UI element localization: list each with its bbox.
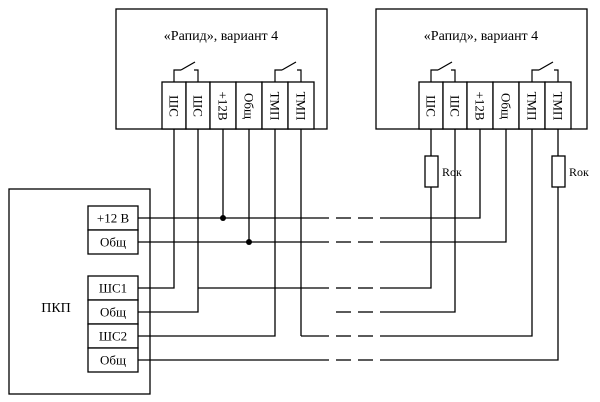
panel-terminal-label-2: Общ <box>100 235 126 250</box>
panel-terminal-plus12v <box>87 205 139 231</box>
device-2-terminal-5 <box>518 81 546 130</box>
panel-terminal-label-4: Общ <box>100 305 126 320</box>
panel-terminal-loop-2 <box>87 323 139 349</box>
device-1-loop-contact <box>173 61 199 82</box>
control-panel-label: ПКП <box>41 301 71 316</box>
wire-common <box>138 129 507 245</box>
device-2-resistors: Rок Rок <box>424 155 589 188</box>
panel-terminal-label-6: Общ <box>100 353 126 368</box>
device-2-tamper-contact <box>531 61 559 82</box>
control-panel: ПКП +12 В Общ ШС1 Общ ШС2 Общ <box>8 188 151 395</box>
panel-terminal-common-1 <box>87 229 139 255</box>
device-1-terminal-label-6: ТМП <box>294 92 309 121</box>
device-2-terminal-label-6: ТМП <box>551 92 566 121</box>
resistor-label-2: Rок <box>569 165 589 179</box>
wire-loop-1 <box>138 129 456 313</box>
device-2-terminal-2 <box>442 81 468 130</box>
device-2-terminal-4 <box>492 81 520 130</box>
device-1-terminal-5 <box>261 81 289 130</box>
junction-dot-common <box>246 239 252 245</box>
wiring <box>138 129 559 361</box>
device-2-terminal-label-4: Общ <box>499 93 514 119</box>
wire-loop-2 <box>138 129 559 361</box>
device-1-terminal-label-2: ШС <box>191 95 206 117</box>
device-1-terminal-label-5: ТМП <box>268 92 283 121</box>
device-1-terminal-label-4: Общ <box>242 93 257 119</box>
device-2-terminal-6 <box>544 81 572 130</box>
panel-terminal-label-5: ШС2 <box>99 329 127 344</box>
device-2-terminal-label-5: ТМП <box>525 92 540 121</box>
device-1-terminal-label-1: ШС <box>167 95 182 117</box>
device-2-terminal-block: ШС ШС +12В Общ ТМП ТМП <box>418 81 572 130</box>
device-1-terminal-label-3: +12В <box>216 91 231 120</box>
resistor-label-1: Rок <box>442 165 462 179</box>
device-1-title: «Рапид», вариант 4 <box>164 29 278 44</box>
junction-dot-plus12v <box>220 215 226 221</box>
device-2-terminal-label-1: ШС <box>424 95 439 117</box>
device-1-terminal-block: ШС ШС +12В Общ ТМП ТМП <box>161 81 315 130</box>
device-2-terminal-label-2: ШС <box>448 95 463 117</box>
wire-plus12v <box>138 129 481 221</box>
device-2-loop-contact <box>430 61 456 82</box>
end-of-line-resistor-2 <box>551 155 566 188</box>
panel-terminal-label-1: +12 В <box>97 211 130 226</box>
device-1: «Рапид», вариант 4 ШС ШС +12В Общ ТМП ТМ… <box>115 8 328 130</box>
panel-terminal-common-3 <box>87 347 139 373</box>
device-2-terminal-label-3: +12В <box>473 91 488 120</box>
control-panel-power-block: +12 В Общ <box>87 205 139 255</box>
device-2: «Рапид», вариант 4 ШС ШС +12В Общ ТМП ТМ… <box>375 8 589 188</box>
panel-terminal-label-3: ШС1 <box>99 281 127 296</box>
device-1-tamper-contact <box>274 61 302 82</box>
device-2-title: «Рапид», вариант 4 <box>424 29 538 44</box>
end-of-line-resistor-1 <box>424 155 439 188</box>
control-panel-loop-block: ШС1 Общ ШС2 Общ <box>87 275 139 373</box>
